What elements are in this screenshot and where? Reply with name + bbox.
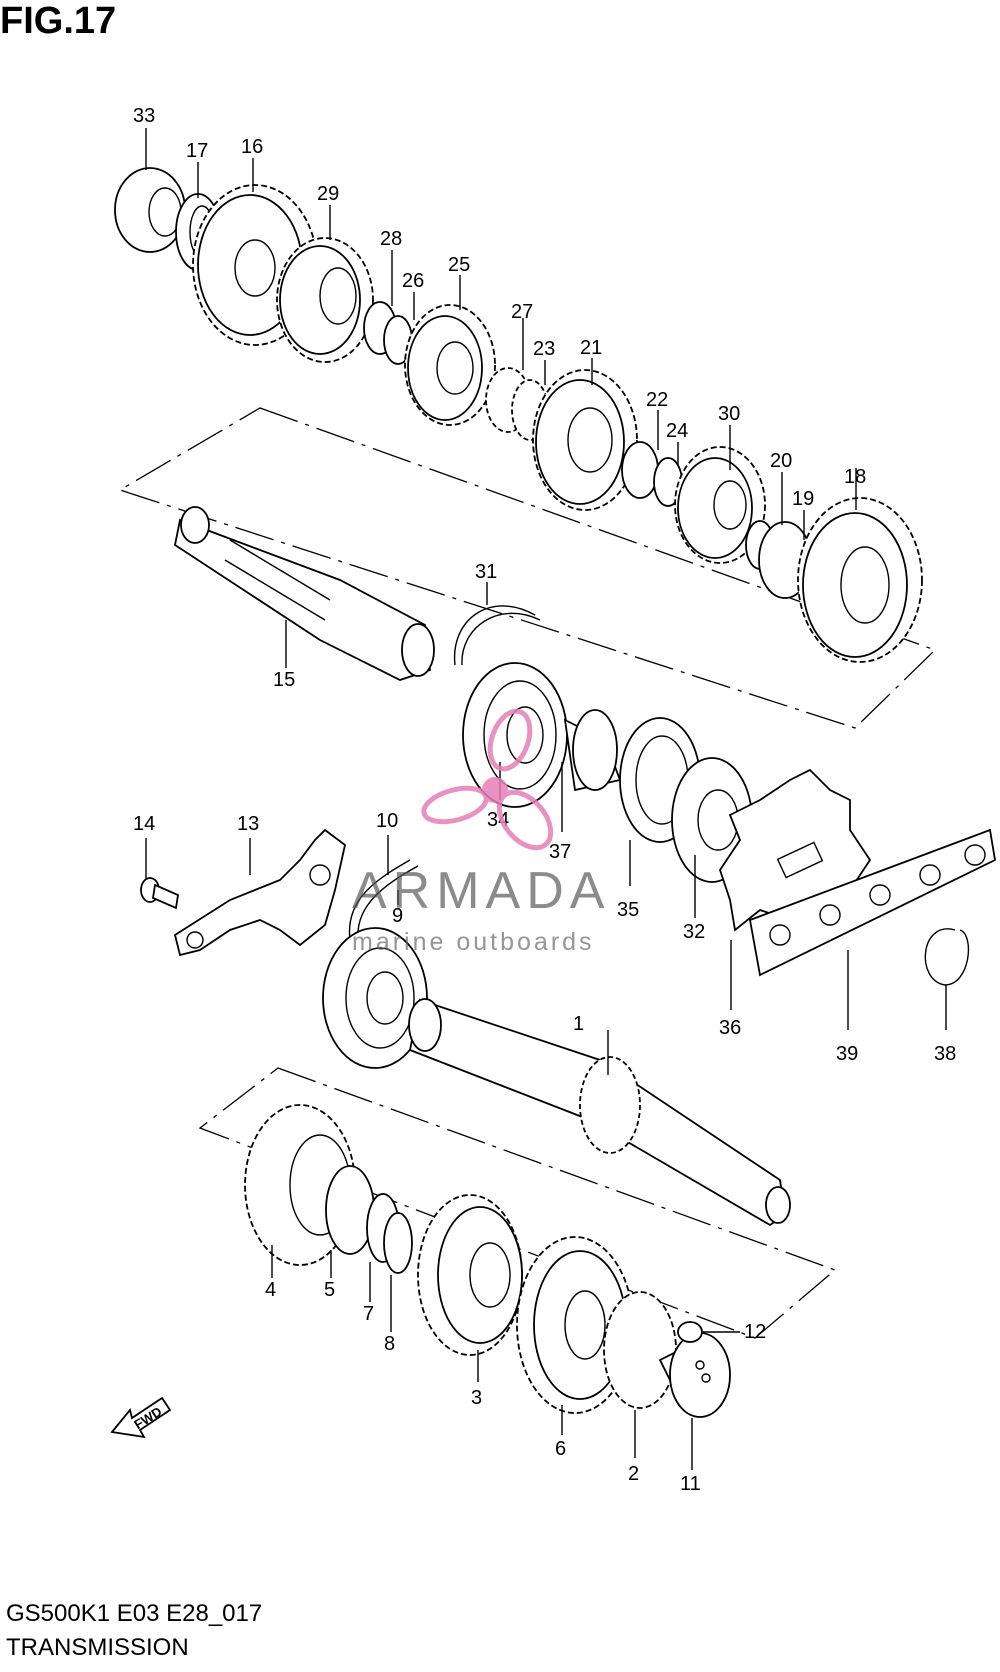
fwd-arrow: FWD (110, 1396, 172, 1439)
callout-39: 39 (836, 1043, 858, 1065)
part-13-bracket (173, 828, 347, 957)
part-15-countershaft (173, 506, 435, 681)
callout-38: 38 (934, 1043, 956, 1065)
part-8-circlip (383, 1212, 413, 1274)
callout-24: 24 (666, 420, 688, 442)
part-5-bushing (325, 1165, 375, 1255)
armada-propeller-logo (421, 708, 554, 851)
part-34-bearing (462, 662, 568, 808)
callout-8: 8 (384, 1333, 395, 1355)
callout-16: 16 (241, 136, 263, 158)
part-18-gear (797, 497, 923, 663)
part-1-driveshaft (408, 998, 791, 1227)
callout-32: 32 (683, 921, 705, 943)
callout-3: 3 (471, 1387, 482, 1409)
part-31-circlip (453, 605, 541, 666)
callout-1: 1 (573, 1013, 584, 1035)
callout-25: 25 (448, 254, 470, 276)
part-39-drive-chain (748, 828, 996, 977)
upper-assembly-frame (118, 407, 937, 729)
callout-28: 28 (380, 228, 402, 250)
figure-section-name: TRANSMISSION (6, 1634, 189, 1661)
part-3-gear (417, 1194, 523, 1356)
part-12-dowel-pin (677, 1321, 703, 1343)
part-38-circlip (924, 928, 970, 986)
callout-15: 15 (273, 669, 295, 691)
part-10-bearing (322, 927, 428, 1069)
callout-26: 26 (402, 270, 424, 292)
callout-19: 19 (792, 488, 814, 510)
callout-18: 18 (844, 466, 866, 488)
callout-29: 29 (317, 183, 339, 205)
callout-22: 22 (646, 389, 668, 411)
callout-2: 2 (628, 1463, 639, 1485)
callout-14: 14 (133, 813, 155, 835)
part-21-gear (532, 369, 638, 511)
callout-4: 4 (265, 1279, 276, 1301)
callout-13: 13 (237, 813, 259, 835)
callout-23: 23 (533, 338, 555, 360)
callout-5: 5 (324, 1279, 335, 1301)
part-2-gear (603, 1291, 677, 1409)
part-callout-numbers: 1 2 3 4 5 7 6 8 9 10 11 12 13 14 15 16 1… (133, 105, 956, 1495)
callout-10: 10 (376, 810, 398, 832)
lower-assembly-frame (198, 1067, 837, 1339)
part-25-gear (404, 304, 496, 426)
part-29-gear (276, 237, 374, 363)
callout-6-label-7: 7 (363, 1303, 374, 1325)
watermark-tagline: marine outboards (352, 928, 595, 956)
callout-leader-lines (145, 128, 947, 1470)
callout-31: 31 (475, 561, 497, 583)
part-9-circlip (348, 859, 419, 941)
figure-code: GS500K1 E03 E28_017 (6, 1600, 263, 1627)
figure-title: FIG.17 (0, 0, 117, 42)
callout-35: 35 (617, 899, 639, 921)
part-37-spacer (563, 709, 622, 792)
callout-21: 21 (580, 337, 602, 359)
callout-27: 27 (511, 301, 533, 323)
part-11-bushing (658, 1332, 731, 1418)
callout-17: 17 (186, 140, 208, 162)
watermark-brand: ARMADA (352, 862, 610, 920)
part-33-bearing (114, 167, 186, 253)
callout-33: 33 (133, 105, 155, 127)
callout-6: 6 (555, 1438, 566, 1460)
part-30-gear (674, 446, 766, 564)
callout-37: 37 (549, 841, 571, 863)
callout-12: 12 (744, 1321, 766, 1343)
callout-20: 20 (770, 450, 792, 472)
callout-30: 30 (718, 403, 740, 425)
callout-11: 11 (680, 1473, 701, 1495)
armada-watermark: ARMADA marine outboards (352, 708, 610, 956)
callout-9: 9 (392, 905, 403, 927)
callout-36: 36 (719, 1017, 741, 1039)
part-14-screw (140, 877, 179, 910)
part-22-bushing (621, 441, 659, 499)
